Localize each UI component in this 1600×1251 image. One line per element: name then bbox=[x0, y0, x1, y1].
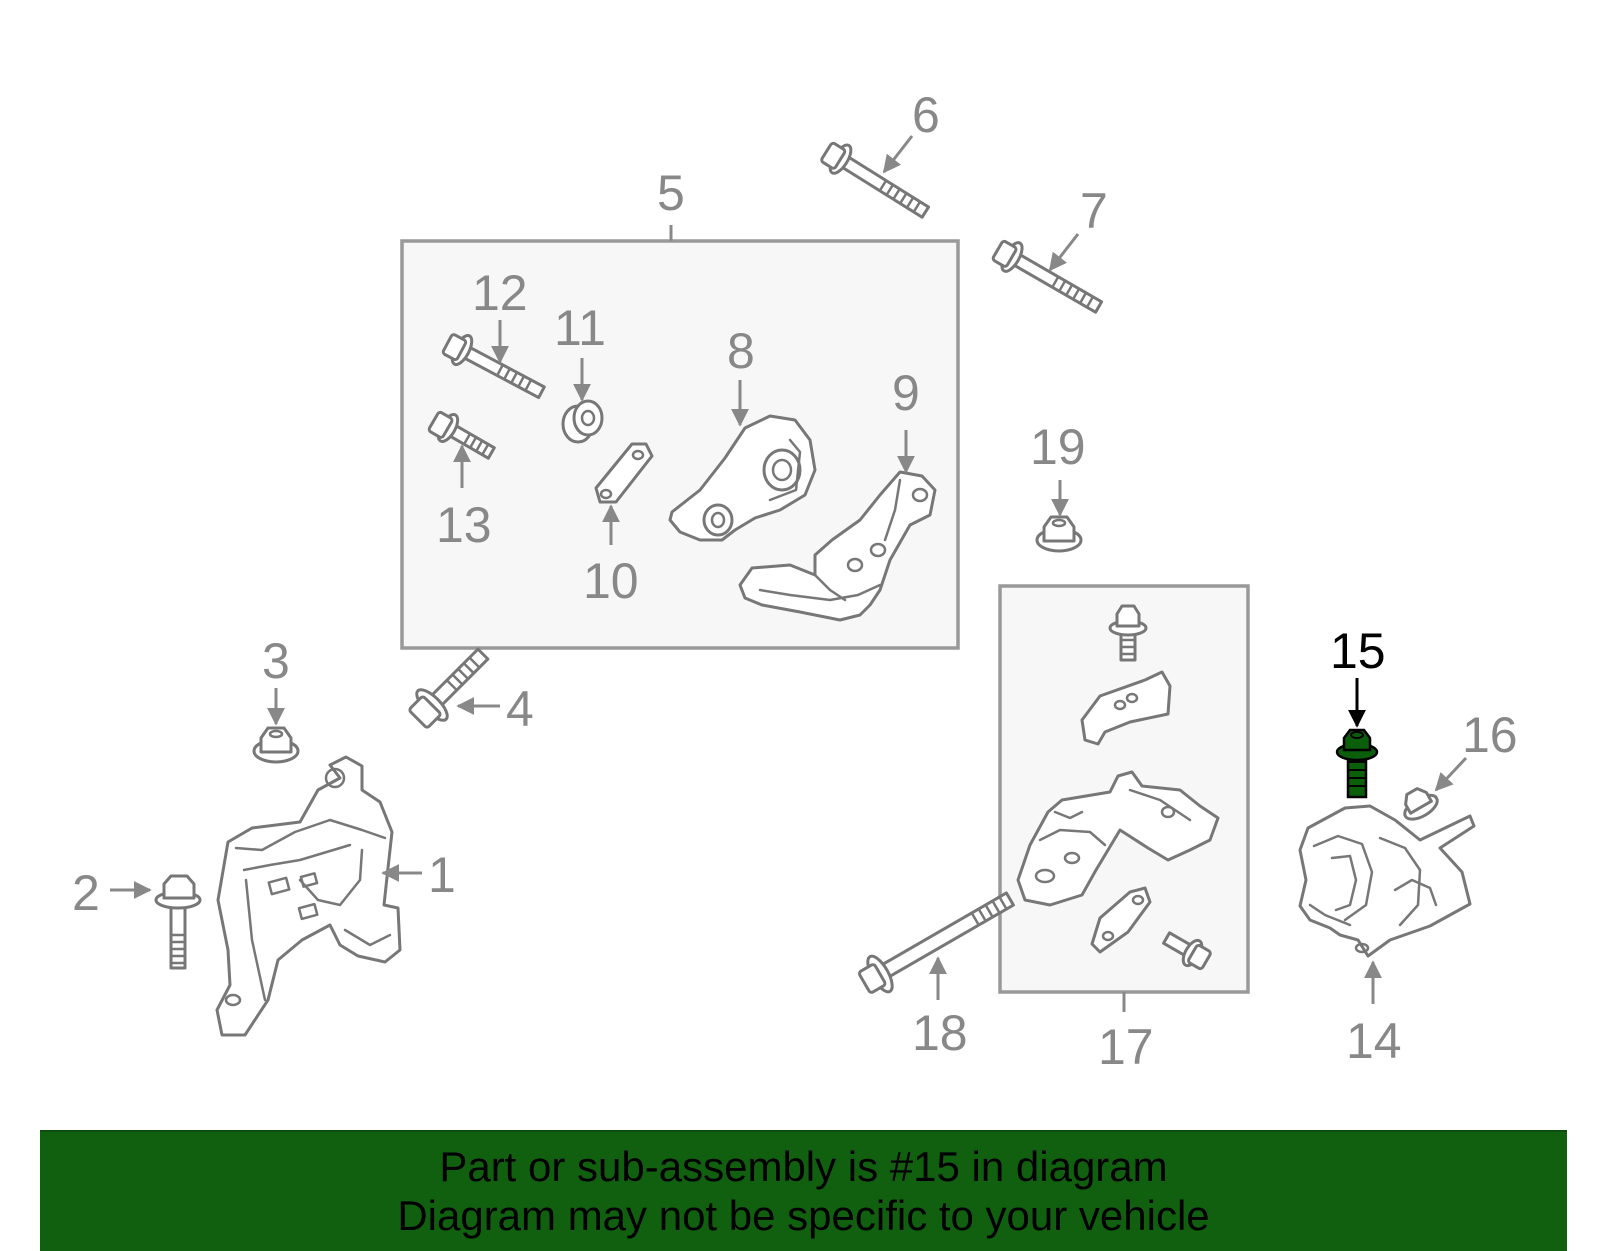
callout-2: 2 bbox=[72, 865, 100, 921]
callout-14: 14 bbox=[1346, 1013, 1402, 1069]
part-8-torque-rod[interactable] bbox=[668, 414, 817, 542]
callout-11: 11 bbox=[554, 300, 606, 356]
part-7-bolt[interactable] bbox=[990, 235, 1106, 321]
callout-19: 19 bbox=[1030, 419, 1086, 475]
callout-6: 6 bbox=[912, 87, 940, 143]
callout-16: 16 bbox=[1462, 707, 1518, 763]
callout-10: 10 bbox=[583, 553, 639, 609]
part-3-nut[interactable] bbox=[252, 726, 300, 764]
part-16-nut[interactable] bbox=[1396, 783, 1441, 824]
callout-labels: 1 2 3 4 5 6 7 8 9 10 11 12 13 14 15 16 1… bbox=[72, 87, 1518, 1075]
part-4-bolt[interactable] bbox=[404, 640, 497, 733]
part-2-bolt[interactable] bbox=[154, 874, 202, 970]
callout-5: 5 bbox=[657, 165, 685, 221]
part-10-plate[interactable] bbox=[594, 442, 654, 504]
part-11-spacer[interactable] bbox=[561, 399, 604, 444]
part-9-bracket[interactable] bbox=[738, 470, 937, 622]
parts-diagram: 1 2 3 4 5 6 7 8 9 10 11 12 13 14 15 16 1… bbox=[72, 87, 1518, 1075]
part-17-bracket-set[interactable] bbox=[1016, 604, 1220, 973]
part-14-mount[interactable] bbox=[1298, 804, 1476, 958]
part-12-bolt[interactable] bbox=[440, 328, 549, 406]
callout-18: 18 bbox=[912, 1005, 968, 1061]
callout-12: 12 bbox=[472, 265, 528, 321]
callout-3: 3 bbox=[262, 633, 290, 689]
leader-lines bbox=[110, 135, 1468, 1004]
callout-4: 4 bbox=[506, 681, 534, 737]
part-1-mount-bracket[interactable] bbox=[215, 755, 402, 1037]
callout-8: 8 bbox=[727, 323, 755, 379]
callout-13: 13 bbox=[436, 497, 492, 553]
part-info-banner: Part or sub-assembly is #15 in diagram D… bbox=[40, 1130, 1567, 1251]
part-18-bolt[interactable] bbox=[854, 882, 1019, 1001]
part-15-bolt-highlighted[interactable] bbox=[1335, 728, 1379, 799]
part-19-nut[interactable] bbox=[1035, 515, 1083, 553]
callout-17: 17 bbox=[1098, 1019, 1154, 1075]
part-13-bolt[interactable] bbox=[427, 407, 499, 466]
callout-15: 15 bbox=[1330, 623, 1386, 679]
banner-line-1: Part or sub-assembly is #15 in diagram bbox=[439, 1143, 1168, 1190]
callout-1: 1 bbox=[428, 847, 456, 903]
callout-7: 7 bbox=[1080, 183, 1108, 239]
part-6-bolt[interactable] bbox=[818, 137, 933, 226]
callout-9: 9 bbox=[892, 365, 920, 421]
banner-line-2: Diagram may not be specific to your vehi… bbox=[397, 1192, 1210, 1239]
